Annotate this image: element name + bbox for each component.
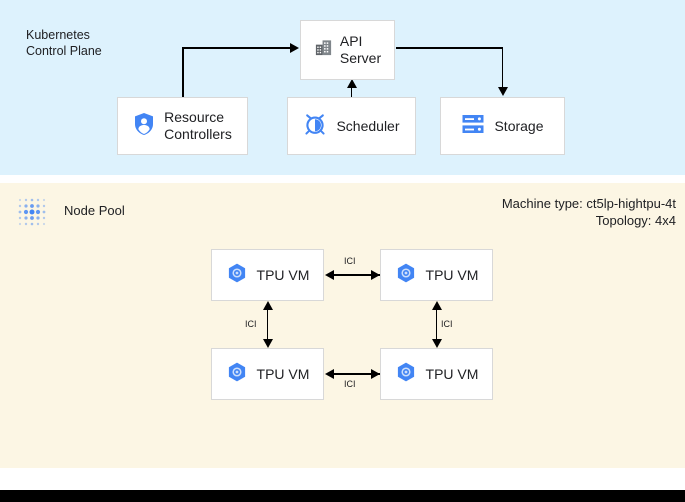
machine-type-text: Machine type: ct5lp-hightpu-4t <box>501 196 676 211</box>
connector-scheduler-to-api <box>350 88 353 98</box>
arrowhead-scheduler-to-api <box>346 79 357 88</box>
arrowhead-ici-right-up <box>431 301 442 310</box>
building-icon <box>314 38 333 62</box>
tpu-hexagon-icon <box>226 262 248 289</box>
node-resource-controllers[interactable]: Resource Controllers <box>117 97 248 155</box>
node-tpu-vm-3[interactable]: TPU VM <box>211 348 324 400</box>
node-api-server-label: API Server <box>339 33 382 66</box>
dot-grid-icon <box>15 196 49 233</box>
node-tpu-vm-2-label: TPU VM <box>425 266 479 283</box>
ici-label-top: ICI <box>344 256 356 266</box>
arrowhead-ici-bottom-right <box>371 369 380 379</box>
arrowhead-ici-top-left <box>325 270 334 280</box>
connector-ici-top-horizontal <box>334 274 380 276</box>
node-api-server[interactable]: API Server <box>300 20 395 80</box>
tpu-hexagon-icon <box>395 262 417 289</box>
ici-label-left: ICI <box>245 319 257 329</box>
node-scheduler-label: Scheduler <box>336 117 400 134</box>
node-tpu-vm-2[interactable]: TPU VM <box>380 249 493 301</box>
connector-ici-bottom-horizontal <box>334 373 380 375</box>
node-storage-label: Storage <box>494 117 544 134</box>
ici-label-bottom: ICI <box>344 379 356 389</box>
connector-ici-left-vertical <box>266 310 269 340</box>
arrowhead-ici-right-down <box>431 339 442 348</box>
connector-api-to-storage-vertical <box>501 47 504 89</box>
arrowhead-ici-bottom-left <box>325 369 334 379</box>
arrowhead-ici-top-right <box>371 270 380 280</box>
node-tpu-vm-3-label: TPU VM <box>256 365 310 382</box>
server-stack-icon <box>461 113 485 140</box>
arrowhead-api-to-storage <box>497 87 508 96</box>
arrowhead-ici-left-down <box>262 339 273 348</box>
node-storage[interactable]: Storage <box>440 97 565 155</box>
node-tpu-vm-1-label: TPU VM <box>256 266 310 283</box>
node-scheduler[interactable]: Scheduler <box>287 97 416 155</box>
connector-ici-right-vertical <box>435 310 438 340</box>
connector-rc-to-api-horizontal <box>182 47 291 49</box>
connector-rc-to-api-vertical <box>182 48 184 98</box>
node-tpu-vm-1[interactable]: TPU VM <box>211 249 324 301</box>
node-tpu-vm-4-label: TPU VM <box>425 365 479 382</box>
tpu-hexagon-icon <box>226 361 248 388</box>
node-pool-region <box>0 183 685 468</box>
control-plane-label: Kubernetes Control Plane <box>26 28 102 58</box>
node-tpu-vm-4[interactable]: TPU VM <box>380 348 493 400</box>
footer-bar <box>0 490 685 502</box>
arrowhead-ici-left-up <box>262 301 273 310</box>
ici-label-right: ICI <box>441 319 453 329</box>
tpu-hexagon-icon <box>395 361 417 388</box>
topology-text: Topology: 4x4 <box>595 213 676 228</box>
arrowhead-rc-to-api <box>290 43 299 53</box>
connector-api-to-storage-horizontal <box>396 47 503 49</box>
node-pool-label: Node Pool <box>64 203 125 218</box>
shield-user-icon <box>133 112 155 141</box>
alarm-clock-icon <box>303 112 327 141</box>
node-resource-controllers-label: Resource Controllers <box>164 109 232 142</box>
